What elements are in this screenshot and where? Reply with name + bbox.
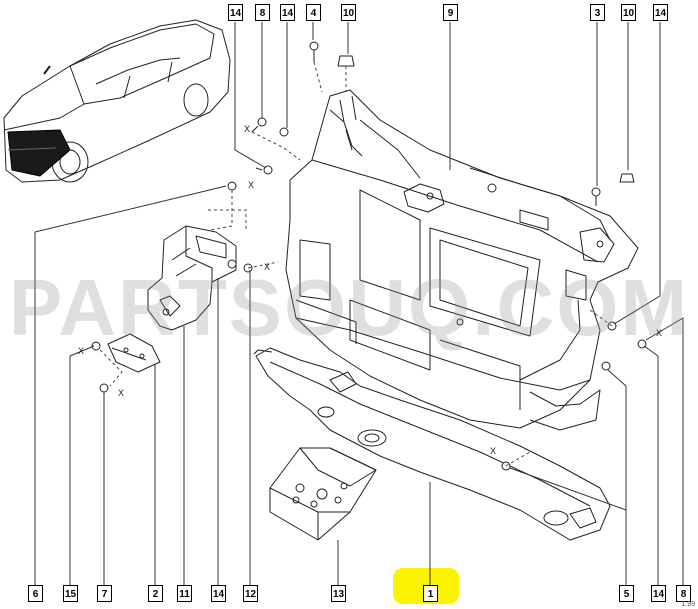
x-marker: X [248, 180, 255, 190]
x-marker: X [118, 388, 125, 398]
label-part-14[interactable]: 14 [211, 585, 226, 602]
label-part-11[interactable]: 11 [177, 585, 192, 602]
label-part-14[interactable]: 14 [280, 4, 295, 21]
label-part-6[interactable]: 6 [28, 585, 43, 602]
label-part-12[interactable]: 12 [243, 585, 258, 602]
dashed-guides [99, 61, 613, 467]
label-part-14[interactable]: 14 [228, 4, 243, 21]
front-panel-part-9 [285, 89, 639, 431]
label-part-1[interactable]: 1 [423, 585, 438, 602]
label-part-3[interactable]: 3 [590, 4, 605, 21]
label-part-10[interactable]: 10 [341, 4, 356, 21]
label-part-8[interactable]: 8 [255, 4, 270, 21]
label-part-14[interactable]: 14 [653, 4, 668, 21]
label-part-14[interactable]: 14 [651, 585, 666, 602]
x-marker: X [244, 124, 251, 134]
corner-code: 1.99 [681, 601, 695, 608]
x-marker: X [78, 346, 85, 356]
label-part-4[interactable]: 4 [306, 4, 321, 21]
bracket-part-11 [147, 225, 237, 331]
fastener-box-part-13 [269, 447, 377, 541]
car-thumbnail [3, 19, 231, 183]
label-part-13[interactable]: 13 [331, 585, 346, 602]
label-part-8[interactable]: 8 [676, 585, 691, 602]
x-marker: X [264, 262, 271, 272]
x-marker: X [490, 446, 497, 456]
label-part-7[interactable]: 7 [97, 585, 112, 602]
label-part-9[interactable]: 9 [443, 4, 458, 21]
small-bracket-part-2 [107, 333, 161, 373]
label-part-10[interactable]: 10 [621, 4, 636, 21]
label-part-2[interactable]: 2 [148, 585, 163, 602]
fasteners [91, 41, 647, 471]
x-marker: X [656, 328, 663, 338]
label-part-5[interactable]: 5 [619, 585, 634, 602]
leader-lines [34, 22, 684, 585]
label-part-15[interactable]: 15 [63, 585, 78, 602]
crossmember-part-1 [253, 347, 611, 541]
